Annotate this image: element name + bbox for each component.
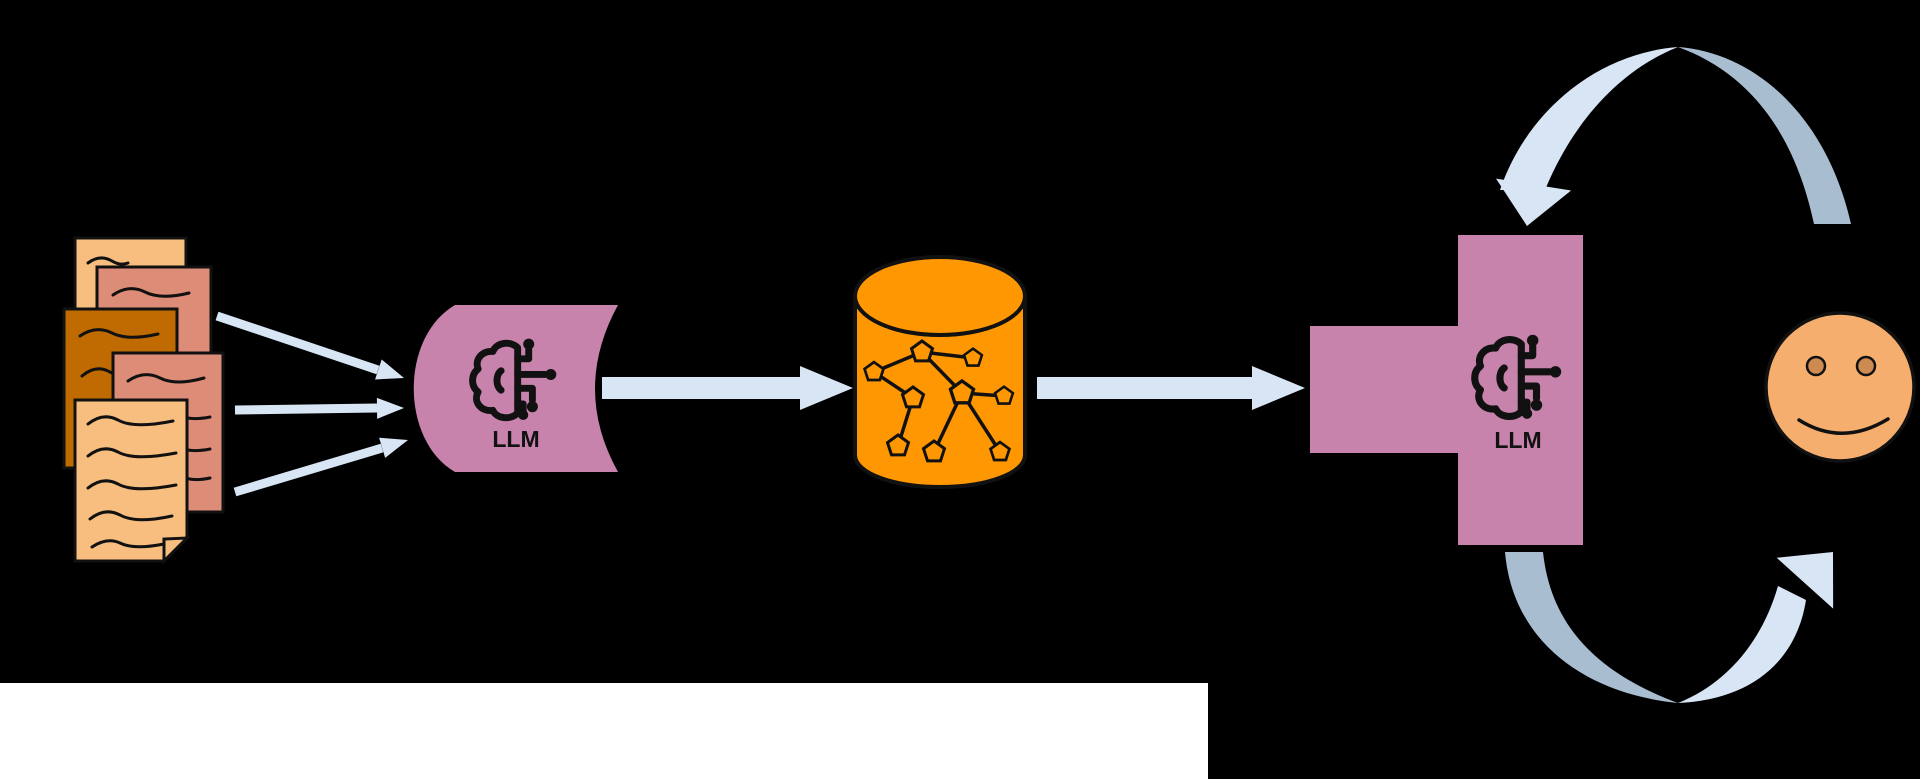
eye-icon <box>1855 355 1877 377</box>
text-squiggle <box>126 373 206 384</box>
arc-segment <box>1500 47 1678 190</box>
arrowhead-icon <box>376 397 404 419</box>
arc-segment <box>1678 586 1806 703</box>
face-circle <box>1764 311 1916 463</box>
text-squiggle <box>88 510 174 522</box>
arrow-llm-to-db <box>602 366 853 410</box>
llm-label: LLM <box>492 426 539 452</box>
arrowhead-icon <box>1496 178 1572 226</box>
cylinder-top-icon <box>853 255 1027 337</box>
arrow-icon <box>233 443 384 497</box>
arrow-icon <box>234 403 378 415</box>
arc-segment <box>1678 47 1851 224</box>
smile-icon <box>1797 417 1890 435</box>
white-band <box>0 683 1208 779</box>
folded-corner-icon <box>162 536 191 565</box>
arrow-llm-to-user <box>1505 552 1834 703</box>
text-squiggle <box>111 287 191 298</box>
text-squiggle <box>86 479 178 491</box>
node-llm-query: LLM <box>1310 235 1583 545</box>
arrow-user-to-llm <box>1496 47 1851 226</box>
text-squiggle <box>90 539 166 549</box>
arrowhead-icon <box>379 437 408 458</box>
text-squiggle <box>78 328 160 339</box>
arc-segment <box>1505 552 1678 703</box>
ingest-arrows <box>215 311 408 497</box>
node-llm-ingest: LLM <box>413 305 618 472</box>
user-face-icon <box>1764 311 1916 463</box>
arrow-icon <box>215 311 380 375</box>
llm-node-shape <box>1310 235 1583 545</box>
knowledge-graph-icon <box>863 339 1015 463</box>
eye-icon <box>1805 355 1827 377</box>
arrowhead-icon <box>375 359 404 380</box>
text-squiggle <box>86 415 175 427</box>
document-stack <box>62 236 225 565</box>
arrow-db-to-llm <box>1037 366 1305 410</box>
node-graph-database <box>853 255 1027 490</box>
text-squiggle <box>86 447 178 459</box>
arrowhead-icon <box>1776 552 1834 609</box>
text-squiggle <box>86 256 130 266</box>
llm-label: LLM <box>1494 427 1541 453</box>
